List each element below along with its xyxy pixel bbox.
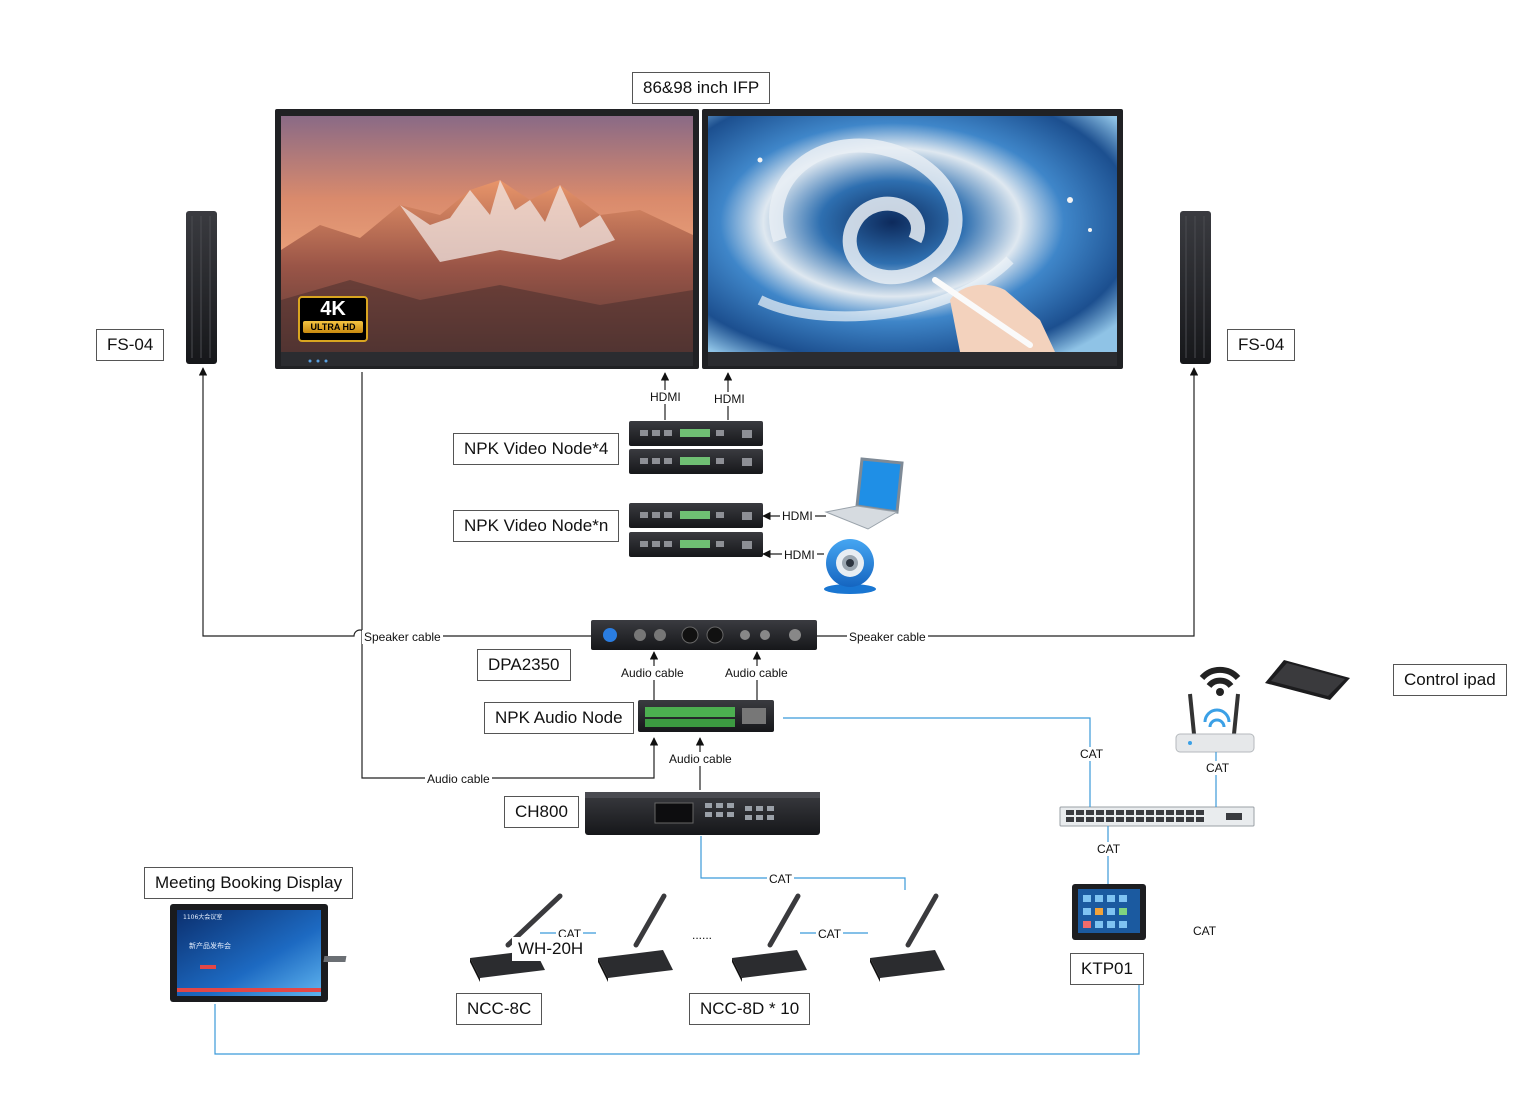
cat-label-router: CAT [1204, 761, 1232, 775]
audio-node-device [638, 700, 774, 732]
speaker-left-label: FS-04 [96, 329, 165, 361]
cat-label-ktp: CAT [1191, 924, 1219, 938]
booking-display-icon [170, 904, 328, 1002]
speaker-right-label: FS-04 [1227, 329, 1296, 361]
wifi-icon [1199, 666, 1241, 696]
booking-event-text: 新产品发布会 [189, 942, 231, 950]
video-node-n-label: NPK Video Node*n [453, 510, 620, 542]
ktp01-label: KTP01 [1070, 953, 1144, 985]
speaker-cable-label-right: Speaker cable [847, 630, 928, 644]
cat-label-mic: CAT [816, 927, 844, 941]
ifp-right-display [702, 109, 1123, 369]
router-icon [1175, 693, 1255, 753]
badge-4k: 4K ULTRA HD [298, 296, 368, 342]
microphone-icon [732, 893, 807, 982]
hdmi-label-camera: HDMI [782, 548, 817, 562]
tablet-icon [1265, 660, 1350, 700]
video-node-stack-4 [629, 421, 763, 557]
audio-cable-label-2: Audio cable [723, 666, 790, 680]
hdmi-label-laptop: HDMI [780, 509, 815, 523]
badge-4k-text: 4K [320, 298, 346, 320]
audio-cable-label-3: Audio cable [667, 752, 734, 766]
cat-label-ch800: CAT [767, 872, 795, 886]
speaker-icon [186, 211, 217, 364]
ch800-label: CH800 [504, 796, 579, 828]
ncc8c-label: NCC-8C [456, 993, 543, 1025]
microphone-icon [870, 893, 945, 982]
cat-label-switch: CAT [1095, 842, 1123, 856]
audio-node-label: NPK Audio Node [484, 702, 634, 734]
control-ipad-label: Control ipad [1393, 664, 1507, 696]
ifp-left-display [275, 109, 699, 369]
speaker-cable-label-left: Speaker cable [362, 630, 443, 644]
badge-ultra-hd-text: ULTRA HD [303, 321, 363, 333]
touch-panel-icon [1072, 884, 1146, 940]
hdmi-label-left: HDMI [648, 390, 683, 404]
video-node-4-label: NPK Video Node*4 [453, 433, 620, 465]
booking-room-text: 1106大会议室 [183, 914, 223, 921]
ifp-title-label: 86&98 inch IFP [632, 72, 771, 104]
webcam-icon [824, 539, 876, 594]
audio-cable-label-4: Audio cable [425, 772, 492, 786]
switch-icon [1059, 806, 1255, 827]
laptop-icon [824, 457, 904, 530]
wh20h-label: WH-20H [512, 937, 590, 961]
dpa-label: DPA2350 [477, 649, 571, 681]
ncc8d-label: NCC-8D * 10 [689, 993, 811, 1025]
audio-cable-label-1: Audio cable [619, 666, 686, 680]
mic-ellipsis: ...... [690, 928, 715, 942]
microphone-icon [598, 893, 673, 982]
amplifier-dpa2350 [591, 620, 817, 650]
hdmi-label-right: HDMI [712, 392, 747, 406]
ch800-host [585, 792, 820, 835]
speaker-icon [1180, 211, 1211, 364]
meeting-booking-label: Meeting Booking Display [144, 867, 354, 899]
cat-label-audio: CAT [1078, 747, 1106, 761]
